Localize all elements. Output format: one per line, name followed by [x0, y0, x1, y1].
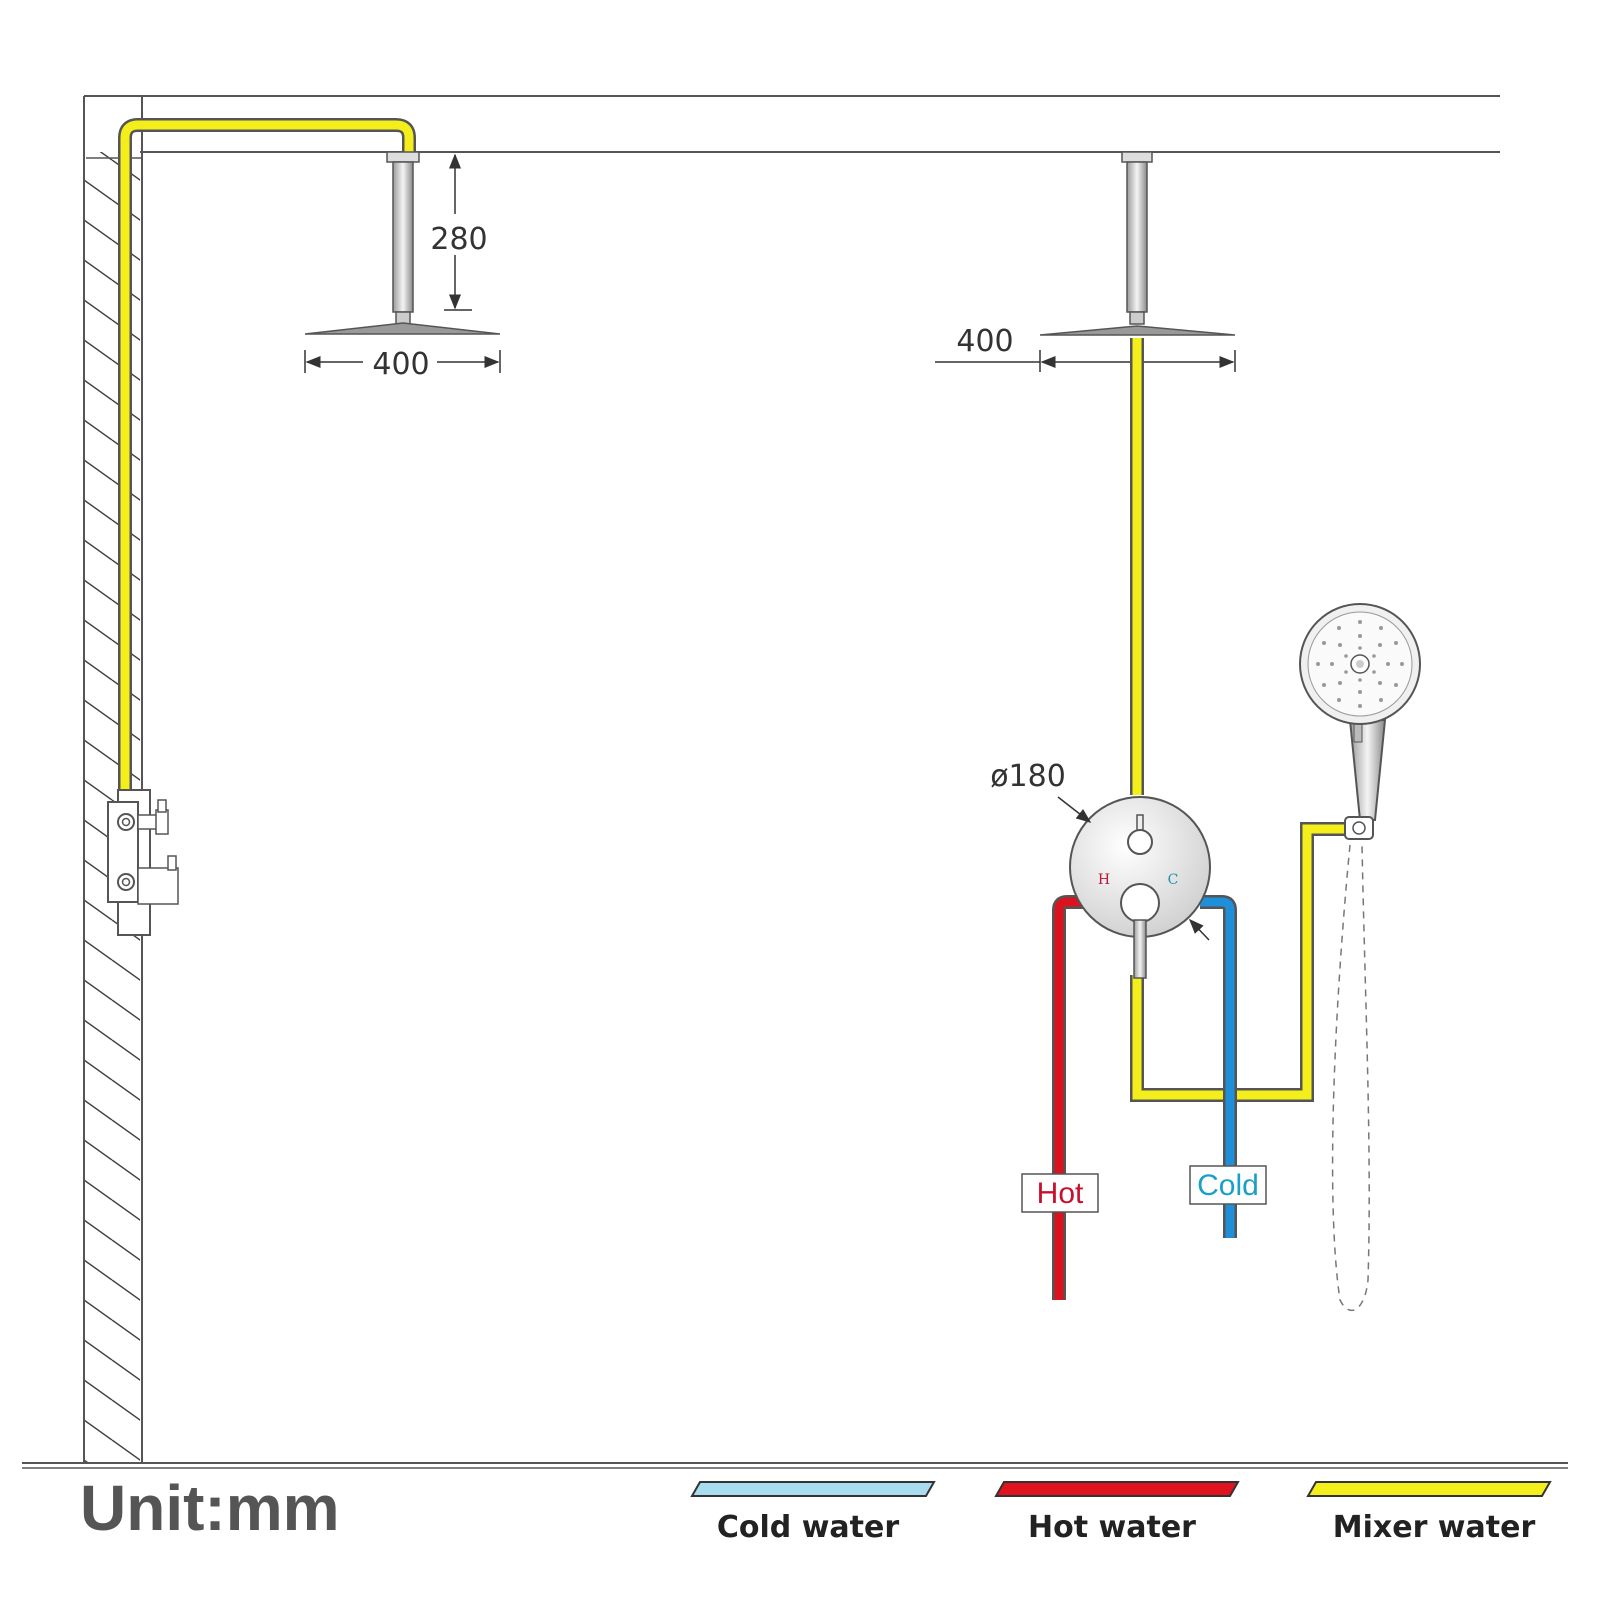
hot-pipe-tag: Hot	[1021, 1173, 1099, 1213]
legend-item-mixer-water: Mixer water	[1306, 1481, 1552, 1545]
legend-item-hot-water: Hot water	[994, 1481, 1240, 1545]
wall-outlet-holder	[1344, 816, 1374, 840]
hot-supply-pipe	[1052, 895, 1090, 1300]
temperature-lever	[1133, 919, 1147, 979]
mixer-pipe-to-hand-shower	[1130, 822, 1345, 1102]
dimension-arm-height: 280	[430, 153, 488, 311]
dimension-head-width-left: 400	[304, 347, 501, 382]
legend-item-cold-water: Cold water	[690, 1481, 936, 1545]
mixer-valve: H C	[1069, 796, 1211, 979]
unit-label: Unit:mm	[80, 1472, 340, 1544]
shower-hose	[1331, 844, 1370, 1312]
cold-letter: C	[1168, 872, 1179, 888]
head-width-right-label: 400	[956, 324, 1013, 359]
hot-pipe-label: Hot	[1037, 1177, 1084, 1210]
legend: Cold water Hot water Mixer water	[690, 1481, 1552, 1545]
side-rain-head	[304, 322, 501, 335]
cold-pipe-label: Cold	[1197, 1169, 1259, 1202]
hand-shower-icon	[1299, 603, 1421, 821]
floor	[22, 1462, 1568, 1469]
dimension-valve-diameter: ø180	[990, 759, 1210, 941]
diverter-knob	[1127, 829, 1153, 855]
head-width-left-label: 400	[372, 347, 429, 382]
hot-letter: H	[1098, 872, 1110, 888]
side-shower-arm	[386, 151, 420, 325]
arm-height-label: 280	[430, 222, 487, 257]
ceiling	[84, 95, 1500, 153]
cold-pipe-tag: Cold	[1189, 1165, 1267, 1205]
front-rain-head	[1039, 325, 1236, 336]
side-mixer-pipe	[118, 118, 416, 800]
legend-label-cold-water: Cold water	[717, 1510, 899, 1545]
side-valve-body	[107, 789, 179, 936]
wall-section	[83, 96, 143, 1464]
legend-label-hot-water: Hot water	[1028, 1510, 1196, 1545]
valve-diameter-label: ø180	[990, 759, 1066, 794]
temperature-knob	[1120, 883, 1160, 923]
cold-supply-pipe	[1200, 895, 1237, 1238]
front-shower-arm	[1121, 151, 1153, 325]
legend-label-mixer-water: Mixer water	[1333, 1510, 1536, 1545]
